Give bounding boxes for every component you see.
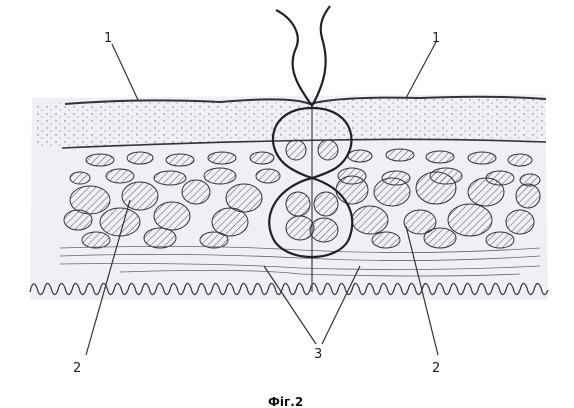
label-skin-left: 1 <box>104 31 112 46</box>
fat-lobule <box>448 204 492 236</box>
fat-lobule <box>426 151 454 163</box>
fat-lobule <box>256 169 280 183</box>
fat-lobule <box>127 152 153 164</box>
fat-lobule <box>468 152 496 164</box>
fat-lobule <box>286 192 310 216</box>
label-fat-left: 2 <box>73 361 81 376</box>
fat-lobule <box>208 152 236 164</box>
fat-lobule <box>106 169 134 183</box>
fat-lobule <box>348 150 372 162</box>
fat-lobule <box>286 140 306 160</box>
fat-lobule <box>318 140 338 160</box>
label-fat-right: 2 <box>432 361 440 376</box>
fat-lobule <box>204 168 236 184</box>
fat-lobule <box>336 176 368 204</box>
fat-lobule <box>374 178 410 206</box>
label-skin-right: 1 <box>432 31 440 46</box>
fat-lobule <box>506 210 534 234</box>
fat-lobule <box>386 149 414 161</box>
fat-lobule <box>424 228 456 248</box>
fat-lobule <box>154 202 190 230</box>
fat-lobule <box>372 232 400 248</box>
fat-lobule <box>154 171 186 185</box>
fat-lobule <box>100 208 140 236</box>
fat-lobule <box>352 206 388 234</box>
fat-lobule <box>468 178 504 206</box>
fat-lobule <box>82 232 110 248</box>
fat-lobule <box>86 154 114 166</box>
fat-lobule <box>486 232 514 248</box>
fat-lobule <box>144 228 176 248</box>
fat-lobule <box>250 152 274 164</box>
figure-caption: Фіг.2 <box>268 395 303 408</box>
fat-lobule <box>64 210 92 230</box>
label-muscle: 3 <box>314 347 322 362</box>
fat-lobule <box>182 180 210 204</box>
fat-lobule <box>70 172 90 184</box>
fat-lobule <box>310 218 338 242</box>
fat-lobule <box>122 182 158 210</box>
fat-lobule <box>508 154 532 166</box>
fat-lobule <box>166 154 194 166</box>
fat-lobule <box>516 184 540 208</box>
fat-lobule <box>314 192 338 216</box>
fat-lobule <box>416 172 456 204</box>
fat-lobule <box>200 232 228 248</box>
